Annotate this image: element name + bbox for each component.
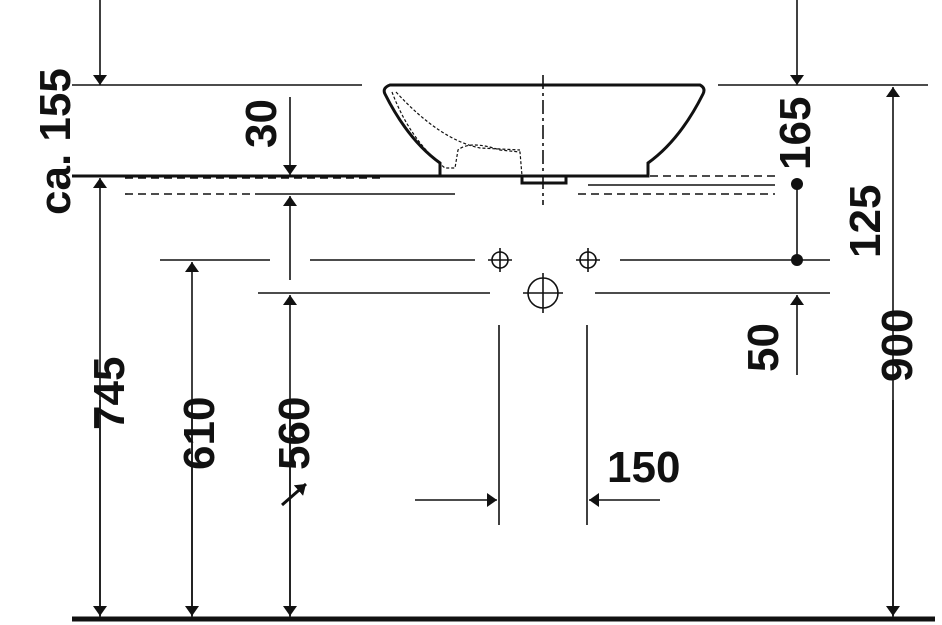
- supply-right-icon: [576, 248, 600, 272]
- supply-left-icon: [488, 248, 512, 272]
- diagonal-arrow-icon: [281, 482, 307, 507]
- label-165: 165: [771, 97, 820, 170]
- dim-point-supply: [791, 254, 803, 266]
- label-50: 50: [739, 323, 788, 372]
- label-125: 125: [841, 185, 890, 258]
- dim-point-top: [791, 178, 803, 190]
- label-745: 745: [85, 357, 134, 430]
- label-900: 900: [873, 309, 922, 382]
- label-ca-155: ca. 155: [31, 68, 80, 215]
- label-30: 30: [237, 99, 286, 148]
- basin-inner-hidden: [391, 91, 523, 177]
- waste-outlet-icon: [523, 273, 563, 313]
- label-150: 150: [607, 443, 680, 492]
- label-610: 610: [175, 397, 224, 470]
- drain-outlet: [520, 174, 568, 185]
- label-560: 560: [270, 397, 319, 470]
- basin-outline: [382, 83, 706, 178]
